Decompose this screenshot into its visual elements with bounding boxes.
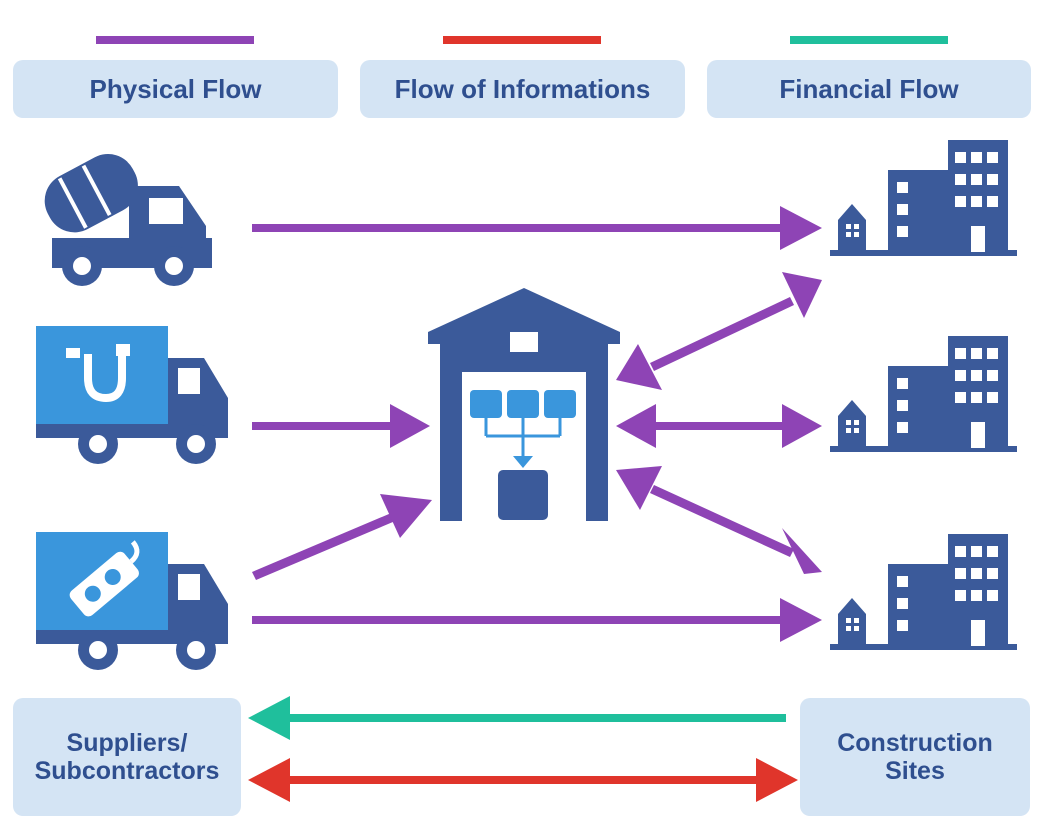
legend-information-flow: Flow of Informations [360, 60, 685, 118]
suppliers-label-line1: Suppliers/ [66, 729, 188, 757]
construction-sites-box: Construction Sites [800, 698, 1030, 816]
cement-mixer-truck-icon [44, 154, 212, 286]
physical-flow-arrow [252, 404, 430, 448]
electrical-truck-icon [36, 532, 228, 670]
physical-flow-arrow [252, 598, 822, 642]
buildings-icon [830, 336, 1017, 452]
legend-physical-flow-line [96, 36, 254, 44]
suppliers-label-line2: Subcontractors [34, 757, 220, 785]
physical-flow-arrow [252, 206, 822, 250]
buildings-icon [830, 534, 1017, 650]
physical-flow-double-arrow [616, 466, 822, 574]
suppliers-subcontractors-box: Suppliers/ Subcontractors [13, 698, 241, 816]
legend-physical-flow: Physical Flow [13, 60, 338, 118]
physical-flow-double-arrow [616, 272, 822, 390]
legend-information-flow-line [443, 36, 601, 44]
legend-information-flow-label: Flow of Informations [394, 73, 651, 104]
sites-label-line1: Construction [837, 729, 993, 757]
legend-financial-flow-line [790, 36, 948, 44]
physical-flow-arrow [252, 494, 432, 580]
legend-physical-flow-label: Physical Flow [89, 73, 262, 104]
plumbing-truck-icon [36, 326, 228, 464]
buildings-icon [830, 140, 1017, 256]
warehouse-icon [428, 288, 620, 521]
financial-flow-arrow [248, 696, 786, 740]
legend-financial-flow: Financial Flow [707, 60, 1031, 118]
physical-flow-double-arrow [616, 404, 822, 448]
legend-financial-flow-label: Financial Flow [779, 73, 959, 104]
information-flow-double-arrow [248, 758, 798, 802]
sites-label-line2: Sites [885, 757, 945, 785]
